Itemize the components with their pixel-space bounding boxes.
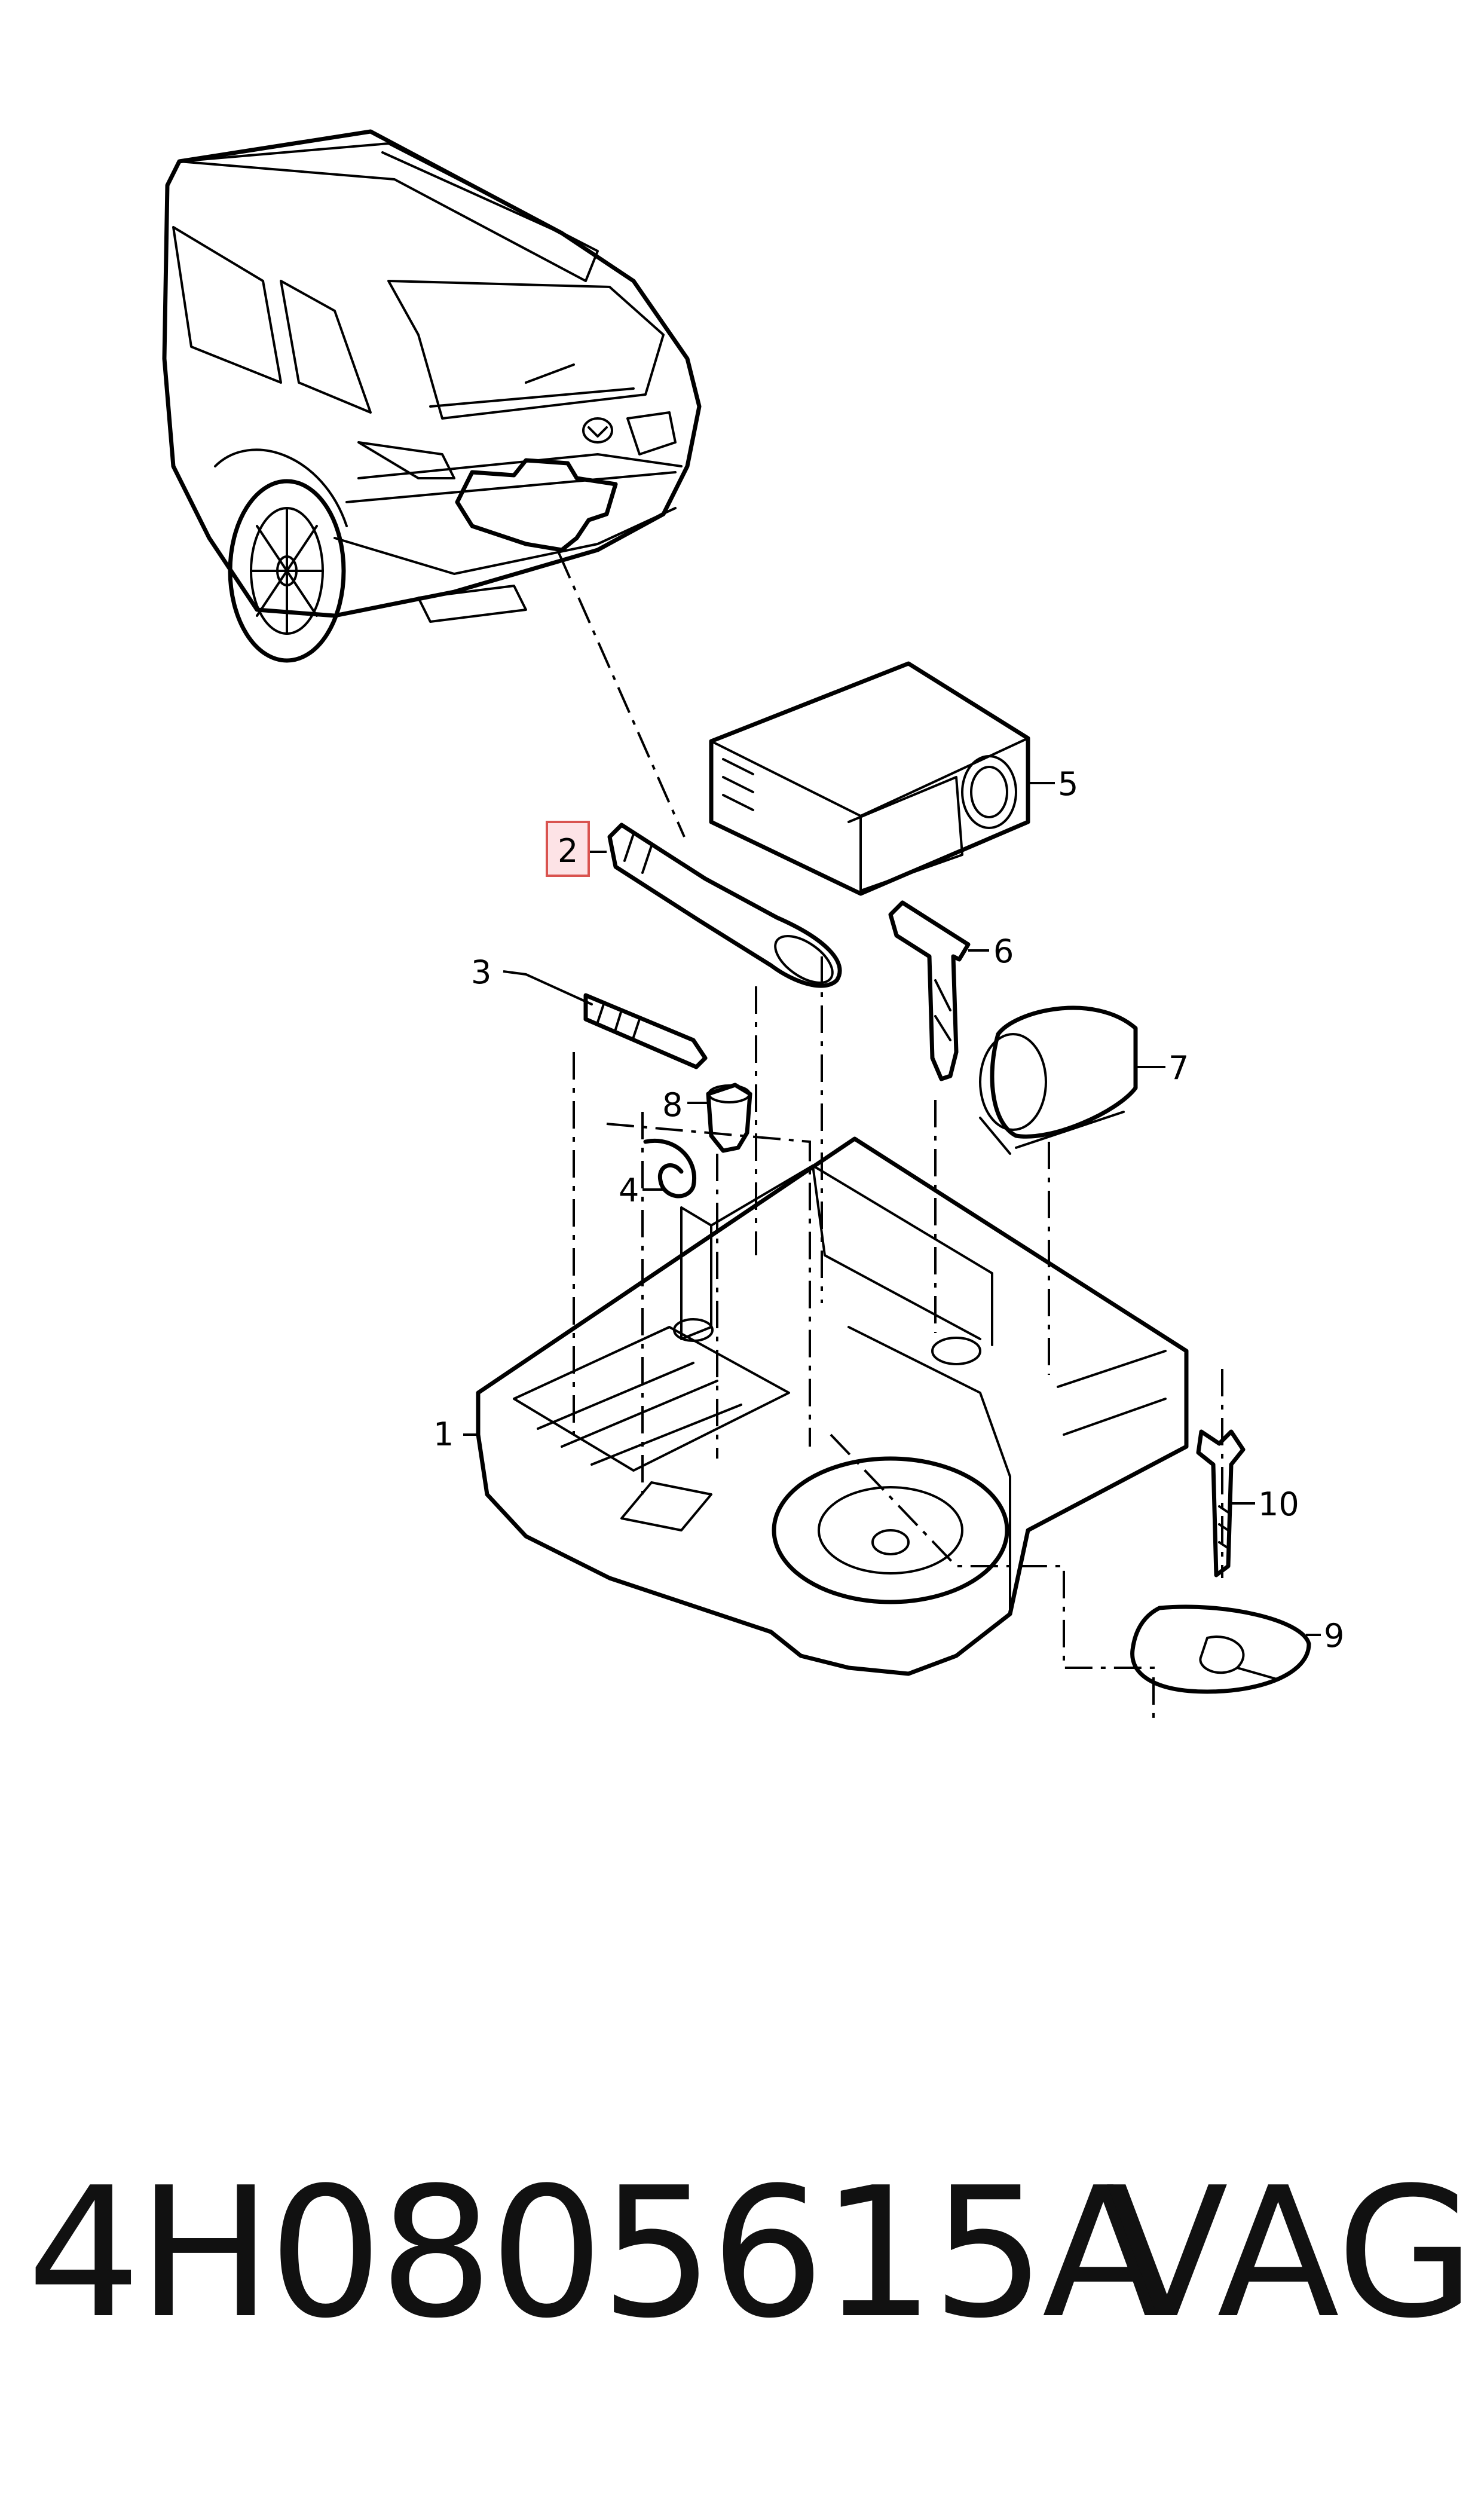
parts-exploded-diagram: 1 2 3 4 5 6 7 8 9 10 [162, 129, 1344, 1722]
callout-3: 3 [471, 953, 491, 991]
part-10-wing-bolt [1196, 1429, 1246, 1578]
part-4-spring-clip [643, 1139, 696, 1199]
part-number: 4H0805615A [27, 2149, 1165, 2358]
callout-4: 4 [619, 1172, 639, 1209]
assembly-lines [558, 552, 1223, 1722]
callout-7: 7 [1168, 1049, 1189, 1087]
part-5-compressor-box [709, 661, 1030, 896]
part-3-screwdriver [525, 973, 708, 1069]
part-9-retaining-disc [1130, 1604, 1311, 1694]
vehicle-rear-illustration [162, 129, 702, 663]
footer: 4H0805615A VAG [0, 2164, 1484, 2415]
brand-name: VAG [1106, 2149, 1476, 2358]
callout-6: 6 [993, 933, 1014, 970]
callout-labels: 1 2 3 4 5 6 7 8 9 10 [433, 765, 1344, 1655]
callout-5: 5 [1058, 765, 1078, 803]
callout-10: 10 [1258, 1485, 1299, 1523]
part-1-tool-tray [476, 1136, 1189, 1676]
callout-8: 8 [662, 1086, 683, 1124]
callout-9: 9 [1324, 1617, 1344, 1655]
part-8-socket [706, 1083, 752, 1153]
part-7-cylinder [979, 1005, 1138, 1155]
callout-1: 1 [433, 1416, 454, 1453]
callout-2-highlight [546, 821, 590, 877]
part-2-towing-eye [607, 823, 842, 988]
callout-leaders [463, 782, 1321, 1636]
part-6-l-wrench [888, 900, 971, 1081]
callout-2: 2 [558, 832, 578, 870]
